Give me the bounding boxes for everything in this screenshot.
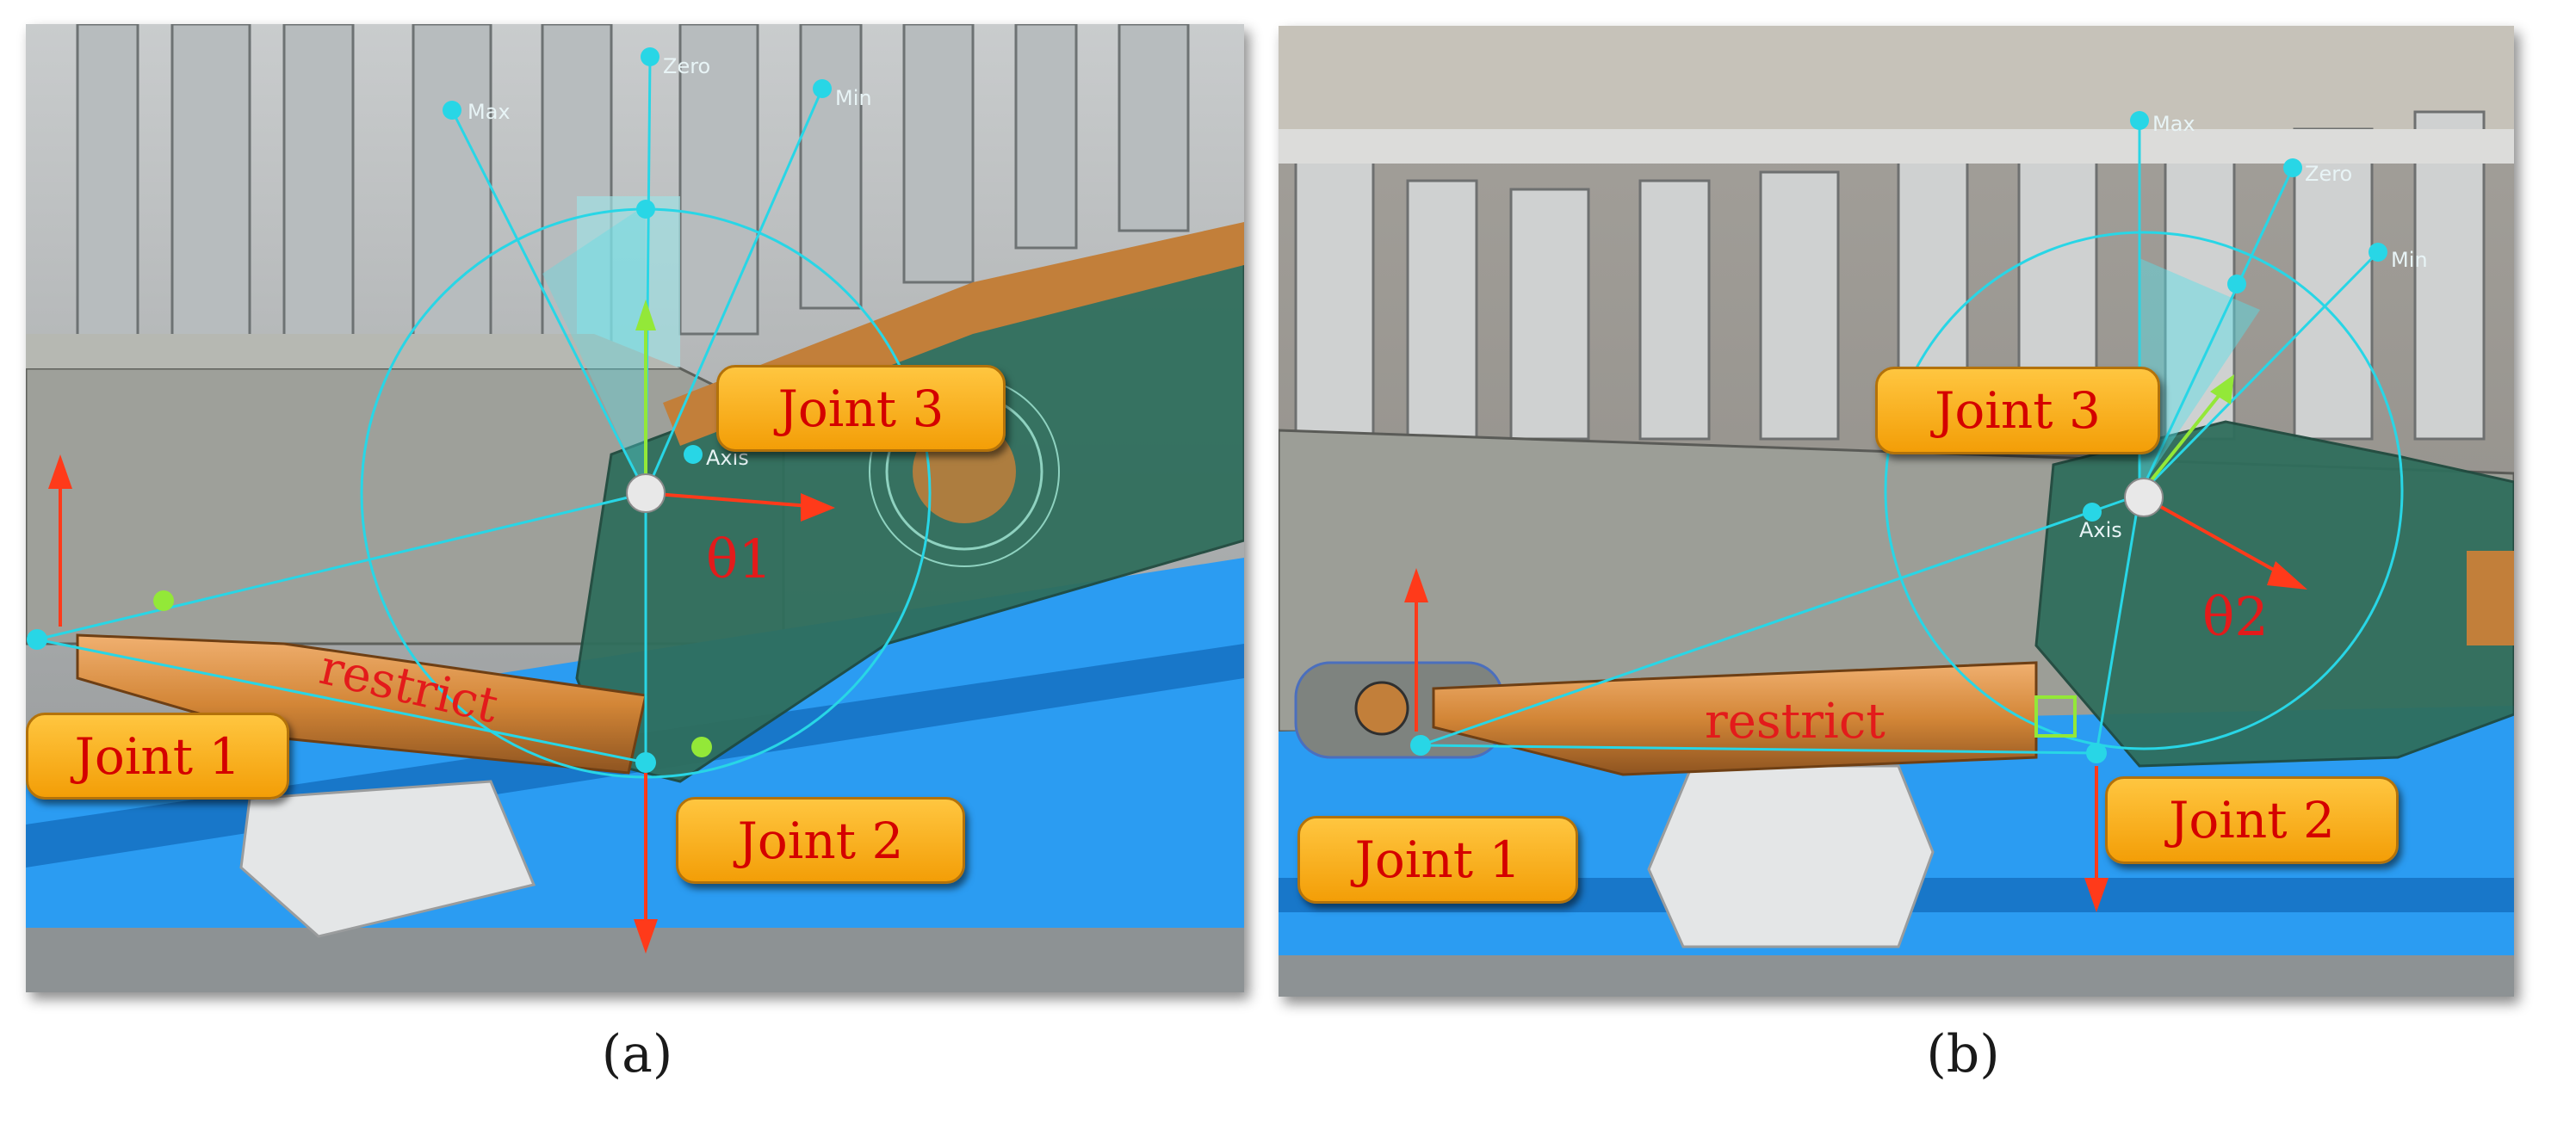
joint-2-tag: Joint 2 — [676, 797, 965, 884]
gizmo-handles — [27, 47, 832, 773]
bracket — [1647, 764, 1935, 948]
scene-a — [26, 24, 1244, 992]
panel-b-viewport: Max Zero Min Axis θ2 restrict Joint 1 Jo… — [1279, 26, 2514, 997]
joint-3-tag: Joint 3 — [1875, 367, 2160, 454]
caption-b: (b) — [1926, 1024, 2000, 1084]
bracket — [239, 780, 536, 938]
rotation-limit-circle — [1884, 231, 2404, 750]
gizmo-label-min: Min — [2391, 248, 2428, 272]
angle-label-theta1: θ1 — [706, 528, 772, 590]
gizmo-label-axis: Axis — [2079, 518, 2122, 542]
joint-1-tag: Joint 1 — [1297, 816, 1578, 904]
joint-3-tag: Joint 3 — [716, 365, 1006, 452]
caption-a: (a) — [601, 1024, 673, 1084]
restrict-label: restrict — [1705, 694, 1886, 750]
axis-arrows — [48, 300, 835, 954]
gizmo-label-zero: Zero — [2305, 162, 2353, 186]
axis-arrows — [1404, 374, 2307, 912]
gizmo-label-max: Max — [468, 100, 511, 124]
limit-lines — [36, 56, 824, 764]
panel-a-viewport: Max Zero Min Axis θ1 restrict Joint 1 Jo… — [26, 24, 1244, 992]
angle-label-theta2: θ2 — [2202, 585, 2269, 648]
joint-2-tag: Joint 2 — [2105, 776, 2399, 864]
gizmo-label-max: Max — [2152, 112, 2195, 136]
gizmo-handles — [1410, 111, 2387, 763]
gizmo-label-zero: Zero — [663, 54, 711, 78]
gizmo-label-min: Min — [835, 86, 872, 110]
joint-1-tag: Joint 1 — [26, 713, 289, 800]
